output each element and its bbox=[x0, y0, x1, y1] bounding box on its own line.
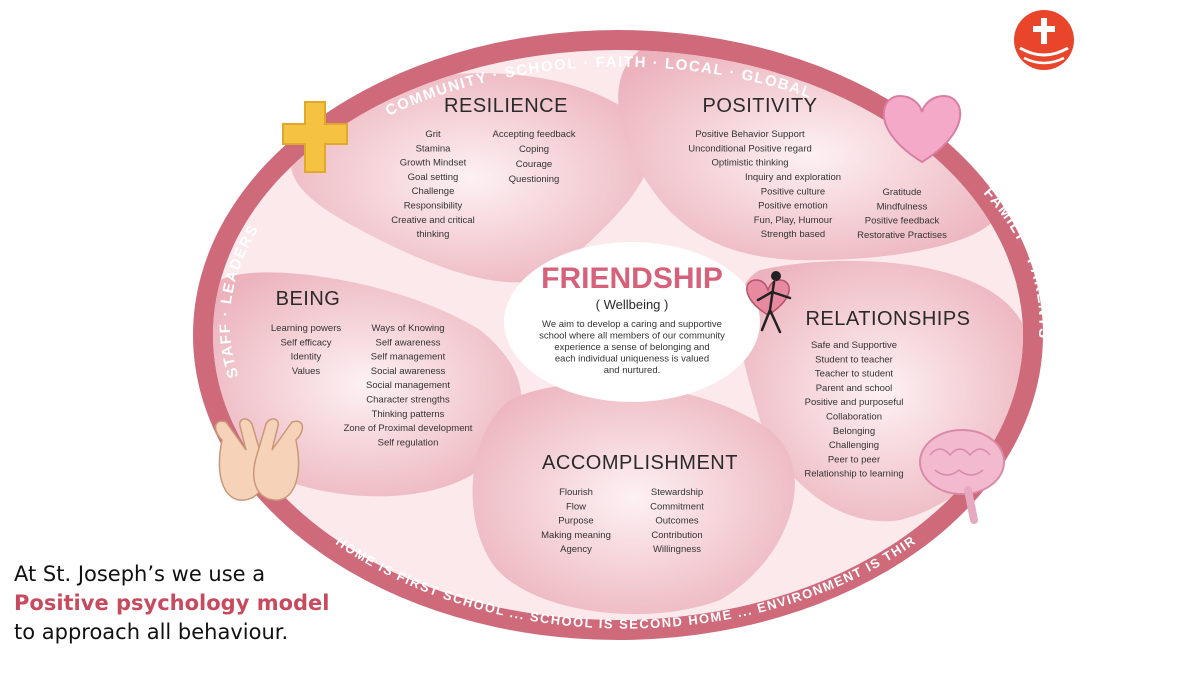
positivity-item: Restorative Practises bbox=[857, 230, 947, 241]
positivity-item: Inquiry and exploration bbox=[745, 172, 841, 183]
resilience-item: Accepting feedback bbox=[493, 129, 576, 140]
resilience-item: Challenge bbox=[412, 186, 455, 197]
positivity-item: Mindfulness bbox=[877, 201, 928, 212]
heading-accomplishment: ACCOMPLISHMENT bbox=[542, 452, 738, 474]
center-description: We aim to develop a caring and supportiv… bbox=[539, 319, 725, 376]
petal-accomplishment bbox=[472, 383, 795, 615]
accomplishment-item: Flourish bbox=[559, 487, 593, 498]
resilience-item: Responsibility bbox=[404, 201, 463, 212]
resilience-item: Creative and critical bbox=[391, 215, 474, 226]
positivity-item: Fun, Play, Humour bbox=[754, 215, 833, 226]
positivity-item: Optimistic thinking bbox=[711, 158, 788, 169]
relationships-item: Peer to peer bbox=[828, 454, 880, 465]
caption-line-1: At St. Joseph’s we use a bbox=[14, 562, 266, 586]
being-item: Self efficacy bbox=[280, 337, 331, 348]
heading-positivity: POSITIVITY bbox=[702, 95, 817, 117]
positivity-item: Positive emotion bbox=[758, 201, 828, 212]
caption-line-2: Positive psychology model bbox=[14, 591, 330, 615]
center-title: FRIENDSHIP bbox=[541, 262, 723, 295]
positivity-item: Positive culture bbox=[761, 186, 825, 197]
relationships-item: Teacher to student bbox=[815, 369, 894, 380]
center-description-line: each individual uniqueness is valued bbox=[555, 354, 709, 365]
relationships-item: Safe and Supportive bbox=[811, 340, 897, 351]
resilience-item: Goal setting bbox=[408, 172, 459, 183]
accomplishment-item: Purpose bbox=[558, 516, 593, 527]
being-item: Self regulation bbox=[378, 437, 439, 448]
resilience-item: thinking bbox=[417, 229, 450, 240]
relationships-item: Parent and school bbox=[816, 383, 893, 394]
being-item: Social awareness bbox=[371, 366, 446, 377]
heart-figure-icon bbox=[746, 271, 792, 334]
being-item: Zone of Proximal development bbox=[344, 423, 473, 434]
center-description-line: and nurtured. bbox=[604, 365, 661, 376]
heading-relationships: RELATIONSHIPS bbox=[805, 308, 970, 330]
being-item: Identity bbox=[291, 352, 322, 363]
accomplishment-item: Making meaning bbox=[541, 530, 611, 541]
relationships-item: Challenging bbox=[829, 440, 879, 451]
petals bbox=[213, 50, 1023, 615]
petal-resilience bbox=[291, 73, 651, 283]
center-description-line: We aim to develop a caring and supportiv… bbox=[542, 319, 722, 330]
hands-icon bbox=[214, 418, 304, 501]
center-subtitle: ( Wellbeing ) bbox=[596, 297, 669, 312]
positivity-item: Gratitude bbox=[882, 187, 921, 198]
resilience-item: Stamina bbox=[416, 143, 452, 154]
being-item: Ways of Knowing bbox=[371, 323, 444, 334]
positivity-item: Unconditional Positive regard bbox=[688, 143, 812, 154]
center-ellipse bbox=[504, 242, 760, 402]
accomplishment-item: Commitment bbox=[650, 501, 704, 512]
relationships-item: Relationship to learning bbox=[804, 469, 903, 480]
brain-icon bbox=[919, 429, 1005, 524]
caption-line-3: to approach all behaviour. bbox=[14, 620, 289, 644]
relationships-item: Positive and purposeful bbox=[805, 397, 904, 408]
school-logo-icon bbox=[1014, 10, 1074, 70]
positivity-item: Positive Behavior Support bbox=[695, 129, 805, 140]
being-item: Social management bbox=[366, 380, 450, 391]
positivity-item: Strength based bbox=[761, 229, 825, 240]
caption: At St. Joseph’s we use a Positive psycho… bbox=[14, 560, 329, 647]
being-item: Learning powers bbox=[271, 323, 341, 334]
positivity-item: Positive feedback bbox=[865, 216, 940, 227]
being-item: Values bbox=[292, 366, 321, 377]
accomplishment-item: Outcomes bbox=[655, 516, 699, 527]
resilience-item: Questioning bbox=[509, 174, 560, 185]
resilience-item: Grit bbox=[425, 129, 441, 140]
cross-icon bbox=[282, 101, 348, 173]
center-description-line: school where all members of our communit… bbox=[539, 331, 725, 342]
center-description-line: experience a sense of belonging and bbox=[554, 342, 709, 353]
relationships-item: Collaboration bbox=[826, 412, 882, 423]
accomplishment-item: Willingness bbox=[653, 544, 701, 555]
heading-resilience: RESILIENCE bbox=[444, 95, 568, 117]
accomplishment-item: Flow bbox=[566, 501, 586, 512]
resilience-item: Coping bbox=[519, 144, 549, 155]
accomplishment-item: Stewardship bbox=[651, 487, 703, 498]
being-item: Self awareness bbox=[376, 337, 441, 348]
being-item: Thinking patterns bbox=[372, 409, 445, 420]
resilience-item: Growth Mindset bbox=[400, 158, 467, 169]
accomplishment-item: Agency bbox=[560, 544, 592, 555]
being-item: Self management bbox=[371, 352, 446, 363]
resilience-item: Courage bbox=[516, 159, 552, 170]
relationships-item: Student to teacher bbox=[815, 354, 893, 365]
being-item: Character strengths bbox=[366, 395, 450, 406]
accomplishment-item: Contribution bbox=[651, 530, 702, 541]
petal-positivity bbox=[618, 50, 1001, 261]
heading-being: BEING bbox=[276, 288, 341, 310]
heart-icon bbox=[882, 94, 962, 164]
relationships-item: Belonging bbox=[833, 426, 875, 437]
